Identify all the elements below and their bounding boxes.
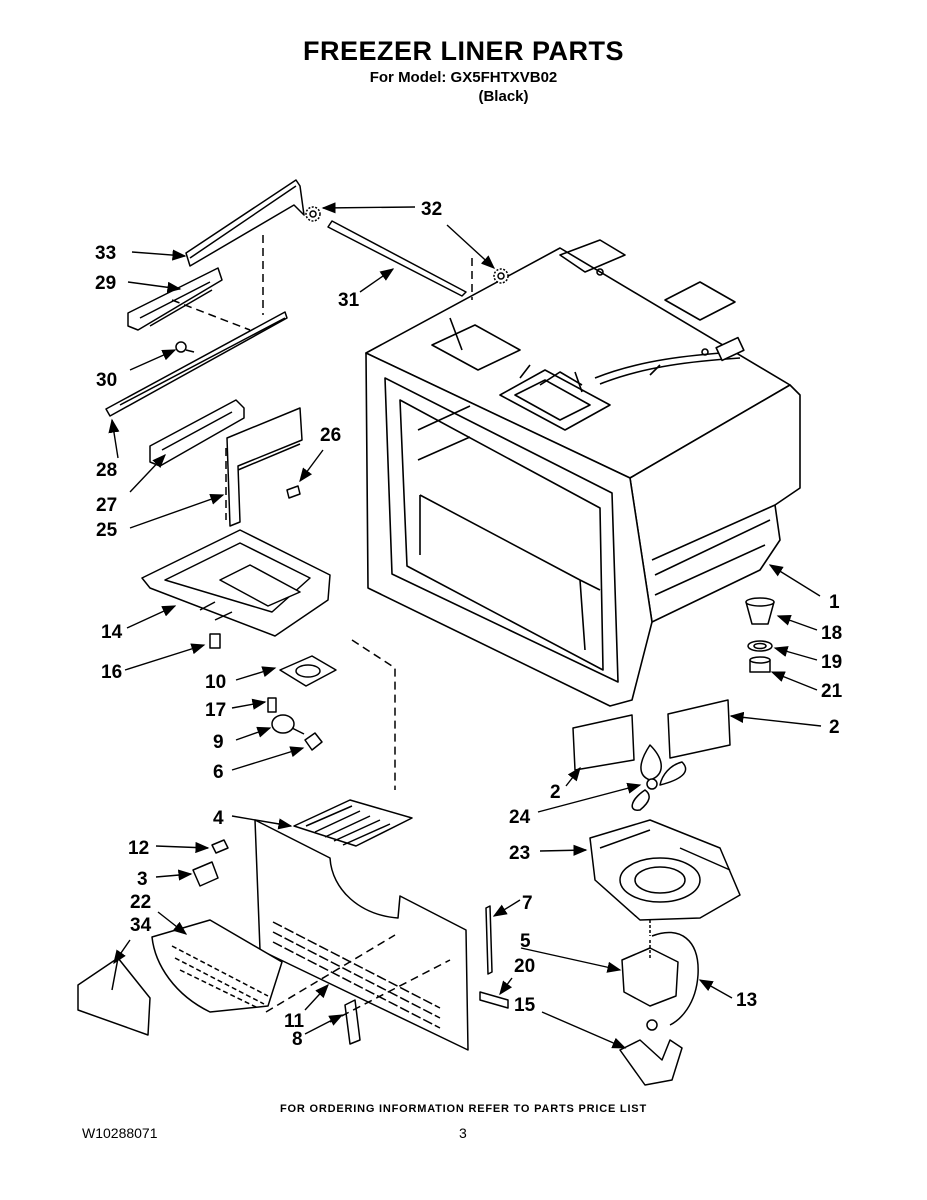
page-title: FREEZER LINER PARTS (302, 36, 624, 66)
model-line: For Model: GX5FHTXVB02 (369, 69, 558, 86)
callout-17: 17 (205, 700, 226, 721)
callout-leaders (108, 202, 822, 1049)
document-number: W10288071 (82, 1125, 158, 1141)
callout-18: 18 (821, 623, 842, 644)
fan-cover-assembly (141, 529, 413, 847)
callout-26: 26 (320, 425, 341, 446)
callout-21: 21 (821, 681, 843, 702)
callout-16: 16 (101, 662, 122, 683)
callout-13: 13 (736, 990, 757, 1011)
callout-29: 29 (95, 273, 116, 294)
callout-27: 27 (96, 495, 117, 516)
freezer-liner (365, 239, 801, 707)
callout-3: 3 (137, 869, 148, 890)
callout-labels: 33 32 29 31 30 26 28 27 25 14 16 10 17 9… (95, 199, 843, 1050)
callout-30: 30 (96, 370, 117, 391)
callout-23: 23 (509, 843, 530, 864)
callout-10: 10 (205, 672, 226, 693)
callout-2-right: 2 (829, 717, 840, 738)
callout-9: 9 (213, 732, 224, 753)
callout-20: 20 (514, 956, 535, 977)
callout-19: 19 (821, 652, 842, 673)
callout-22: 22 (130, 892, 151, 913)
callout-11: 11 (284, 1011, 305, 1032)
fan-motor-assembly (572, 597, 775, 1086)
callout-28: 28 (96, 460, 117, 481)
callout-25: 25 (96, 520, 118, 541)
color-line: (Black) (478, 88, 529, 105)
callout-14: 14 (101, 622, 123, 643)
callout-24: 24 (509, 807, 531, 828)
callout-2-left: 2 (550, 782, 561, 803)
callout-15: 15 (514, 995, 536, 1016)
drawer-slide-assembly (105, 179, 509, 527)
callout-12: 12 (128, 838, 149, 859)
callout-1: 1 (829, 592, 840, 613)
callout-6: 6 (213, 762, 224, 783)
callout-8: 8 (292, 1029, 303, 1050)
callout-4: 4 (213, 808, 224, 829)
callout-33: 33 (95, 243, 116, 264)
callout-7: 7 (522, 893, 533, 914)
callout-32: 32 (421, 199, 442, 220)
callout-5: 5 (520, 931, 531, 952)
callout-31: 31 (338, 290, 360, 311)
callout-34: 34 (130, 915, 152, 936)
ordering-note: FOR ORDERING INFORMATION REFER TO PARTS … (280, 1103, 647, 1115)
rear-panel-assembly (77, 819, 509, 1051)
page-number: 3 (459, 1125, 467, 1141)
